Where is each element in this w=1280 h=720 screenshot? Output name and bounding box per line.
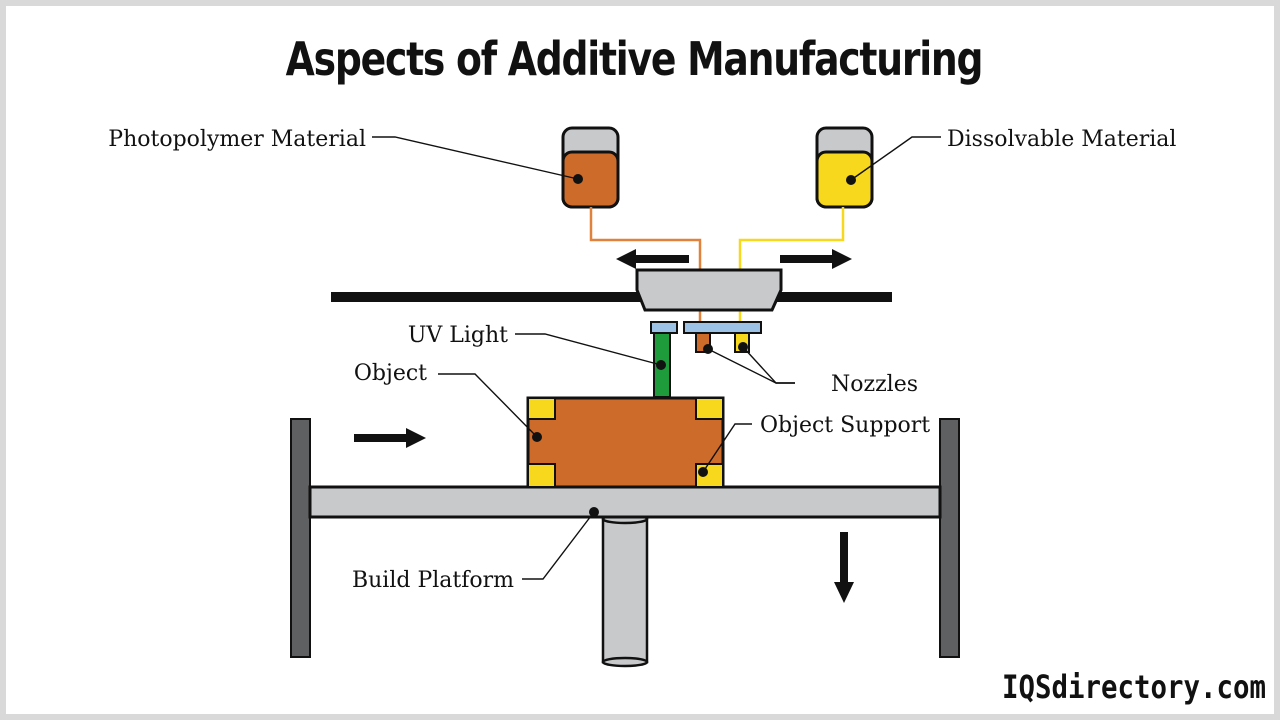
label-object-support: Object Support bbox=[760, 413, 930, 438]
photopolymer-cartridge bbox=[561, 126, 620, 209]
label-build-platform: Build Platform bbox=[352, 568, 514, 593]
gantry-rail bbox=[331, 292, 892, 302]
dissolvable-cartridge bbox=[815, 126, 874, 209]
uv-lamp-plate bbox=[650, 321, 678, 334]
nozzle-plate bbox=[683, 321, 762, 334]
leader-lines bbox=[372, 136, 941, 580]
diagram-title: Aspects of Additive Manufacturing bbox=[285, 32, 984, 86]
left-arrow bbox=[616, 249, 689, 269]
right-pillar bbox=[939, 418, 960, 658]
label-dissolvable-material: Dissolvable Material bbox=[947, 127, 1176, 152]
label-uv-light: UV Light bbox=[408, 323, 508, 348]
left-pillar bbox=[290, 418, 311, 658]
brand-watermark: IQSdirectory.com bbox=[1002, 668, 1266, 706]
printed-object bbox=[526, 396, 725, 489]
label-photopolymer-material: Photopolymer Material bbox=[108, 127, 366, 152]
build-platform bbox=[308, 485, 942, 519]
print-head bbox=[635, 268, 783, 312]
leader-dots bbox=[532, 174, 856, 517]
platform-right-arrow bbox=[354, 428, 426, 448]
right-arrow bbox=[780, 249, 852, 269]
platform-column bbox=[601, 513, 649, 668]
label-object: Object bbox=[354, 361, 427, 386]
label-nozzles: Nozzles bbox=[831, 372, 918, 397]
down-arrow bbox=[834, 532, 854, 603]
object-supports bbox=[527, 397, 724, 488]
